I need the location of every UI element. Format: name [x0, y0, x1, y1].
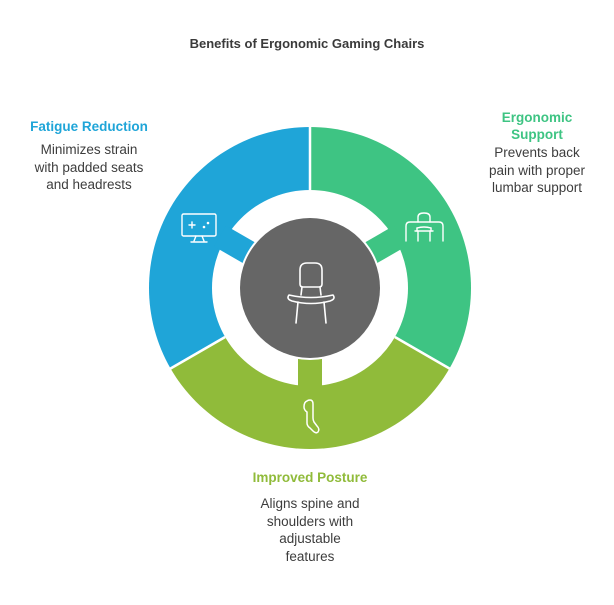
- description-line: pain with proper: [488, 162, 586, 178]
- monitor-gamepad-icon: [181, 213, 217, 243]
- segment-divider: [394, 335, 452, 371]
- benefit-description: Prevents back pain with proper lumbar su…: [470, 144, 604, 197]
- description-line: adjustable: [279, 531, 341, 546]
- description-line: features: [285, 548, 335, 564]
- chair-icon: [287, 262, 335, 324]
- benefit-fatigue-reduction: Fatigue Reduction Minimizes strain with …: [14, 118, 164, 194]
- heading-line: Ergonomic: [501, 110, 573, 125]
- benefit-heading: Ergonomic Support: [470, 109, 604, 143]
- description-line: shoulders with: [266, 513, 354, 529]
- description-line: with padded seats: [34, 159, 144, 175]
- benefit-heading: Improved Posture: [252, 470, 368, 485]
- center-circle: [240, 218, 380, 358]
- benefit-improved-posture: Improved Posture Aligns spine and should…: [222, 469, 398, 565]
- description-line: and headrests: [46, 177, 132, 192]
- benefit-description: Aligns spine and shoulders with adjustab…: [222, 495, 398, 565]
- description-line: Minimizes strain: [40, 142, 138, 157]
- segment-divider: [168, 335, 226, 371]
- description-line: Aligns spine and: [260, 496, 360, 511]
- benefit-description: Minimizes strain with padded seats and h…: [14, 141, 164, 194]
- description-line: Prevents back: [494, 145, 580, 160]
- description-line: lumbar support: [491, 180, 583, 195]
- benefit-ergonomic-support: Ergonomic Support Prevents back pain wit…: [470, 109, 604, 197]
- diagram-title: Benefits of Ergonomic Gaming Chairs: [189, 36, 425, 51]
- benefit-heading: Fatigue Reduction: [30, 119, 148, 134]
- desk-chair-icon: [405, 212, 444, 242]
- heading-line: Support: [511, 127, 563, 142]
- spine-icon: [303, 399, 320, 434]
